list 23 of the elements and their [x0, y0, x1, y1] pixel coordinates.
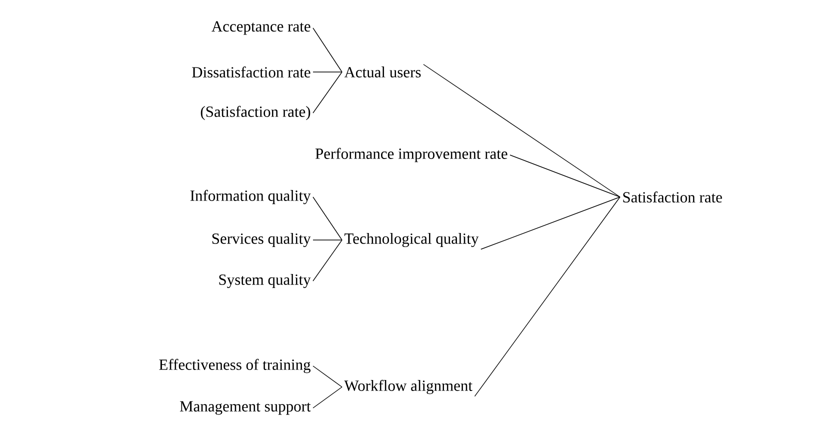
text-label: System quality — [219, 274, 311, 288]
connector-line — [474, 196, 620, 397]
text-label: Workflow alignment — [344, 380, 472, 394]
text-label: Services quality — [212, 232, 311, 248]
text-label: (Satisfaction rate) — [200, 106, 310, 120]
connector-line — [312, 386, 342, 408]
text-label: Technological quality — [344, 232, 479, 248]
connector-line — [312, 366, 342, 388]
connector-line — [480, 196, 620, 250]
connector-line — [510, 154, 620, 198]
connector-line — [312, 240, 342, 282]
text-label: Dissatisfaction rate — [192, 66, 310, 78]
text-label: Information quality — [190, 190, 311, 204]
connector-line — [312, 72, 342, 114]
text-label: Satisfaction rate — [623, 191, 722, 203]
connector-line — [423, 64, 620, 198]
text-label: Effectiveness of training — [159, 358, 310, 374]
connector-line — [312, 196, 342, 240]
text-label: Performance improvement rate — [315, 148, 508, 162]
text-label: Management support — [180, 401, 311, 415]
connector-line — [312, 28, 342, 72]
text-label: Actual users — [344, 66, 421, 78]
text-label: Acceptance rate — [212, 21, 310, 35]
